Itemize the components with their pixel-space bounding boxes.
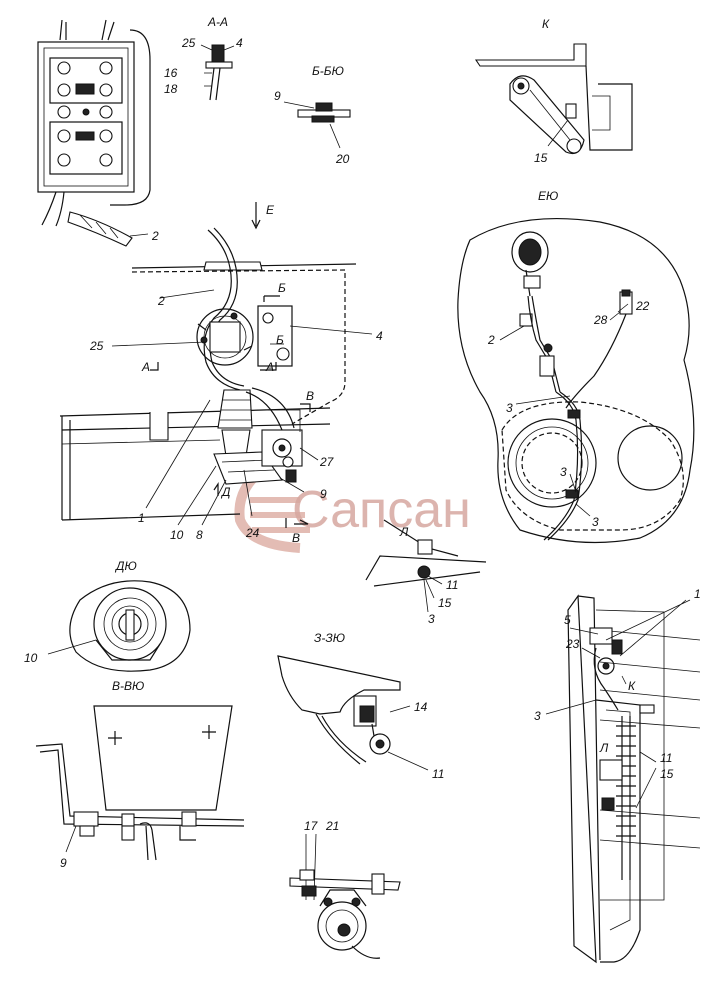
mark-a-right: А [265, 360, 274, 374]
section-aa-detail [200, 44, 235, 101]
mark-v-bottom: В [292, 531, 300, 545]
callout-main-27: 27 [319, 455, 335, 469]
bottom-lamp-assembly [289, 833, 401, 959]
callout-aa-25: 25 [181, 36, 196, 50]
callout-r-15: 15 [660, 767, 674, 781]
view-label-e: Е [266, 203, 275, 217]
callout-r-23: 23 [565, 637, 580, 651]
callout-eo-22: 22 [635, 299, 650, 313]
callout-l-3: 3 [428, 612, 435, 626]
callout-r-11a: 1 [694, 587, 701, 601]
callout-r-11b: 11 [660, 751, 672, 765]
terminal-block-detail [37, 19, 151, 247]
callout-bb-9: 9 [274, 89, 281, 103]
callout-vv-9: 9 [60, 856, 67, 870]
callout-eo-3b: 3 [560, 465, 567, 479]
view-arrow-e [251, 202, 261, 230]
section-title-bb: Б-БЮ [312, 64, 344, 78]
callout-main-4: 4 [376, 329, 383, 343]
callout-bb-20: 20 [335, 152, 350, 166]
callout-bot-21: 21 [325, 819, 339, 833]
callout-k-15: 15 [534, 151, 548, 165]
section-bb-detail [283, 101, 351, 149]
section-title-k: К [542, 17, 550, 31]
callout-main-9: 9 [320, 487, 327, 501]
callout-r-k: К [628, 679, 636, 693]
main-assembly [59, 227, 373, 528]
view-eo-detail [457, 218, 695, 544]
callout-l-11: 11 [446, 578, 458, 592]
callout-bot-17: 17 [304, 819, 319, 833]
callout-main-25: 25 [89, 339, 104, 353]
section-title-zz: З-ЗЮ [314, 631, 345, 645]
right-frame-assembly [545, 594, 701, 964]
section-title-l: Л [399, 525, 409, 539]
view-l-detail [365, 519, 487, 613]
mark-v-top: В [306, 389, 314, 403]
callout-main-8: 8 [196, 528, 203, 542]
mark-b-top: Б [278, 281, 286, 295]
callout-top-2: 2 [151, 229, 159, 243]
section-k-detail [474, 43, 633, 155]
section-title-vv: В-ВЮ [112, 679, 144, 693]
section-title-eo: ЕЮ [538, 189, 558, 203]
callout-main-1: 1 [138, 511, 145, 525]
mark-d: Д [220, 485, 231, 499]
section-title-do: ДЮ [114, 559, 137, 573]
section-vv-detail [35, 705, 245, 861]
callout-eo-28: 28 [593, 313, 608, 327]
callout-main-24: 24 [245, 526, 260, 540]
section-zz-detail [277, 655, 429, 771]
callout-do-10: 10 [24, 651, 38, 665]
callout-aa-18: 18 [164, 82, 178, 96]
mark-b-bottom: Б [276, 333, 284, 347]
callout-main-2: 2 [157, 294, 165, 308]
callout-eo-3a: 3 [506, 401, 513, 415]
callout-zz-11: 11 [432, 767, 444, 781]
callout-r-3: 3 [534, 709, 541, 723]
callout-eo-2: 2 [487, 333, 495, 347]
view-do-detail [47, 580, 191, 672]
callout-r-5: 5 [564, 613, 571, 627]
watermark-text: Сапсан [292, 481, 471, 539]
watermark-logo [234, 466, 310, 553]
section-title-aa: А-А [207, 15, 228, 29]
mark-a-left: А [141, 360, 150, 374]
callout-aa-16: 16 [164, 66, 178, 80]
callout-zz-14: 14 [414, 700, 428, 714]
callout-eo-3c: 3 [592, 515, 599, 529]
callout-l-15: 15 [438, 596, 452, 610]
callout-aa-4: 4 [236, 36, 243, 50]
callout-r-l: Л [599, 741, 609, 755]
callout-main-10: 10 [170, 528, 184, 542]
